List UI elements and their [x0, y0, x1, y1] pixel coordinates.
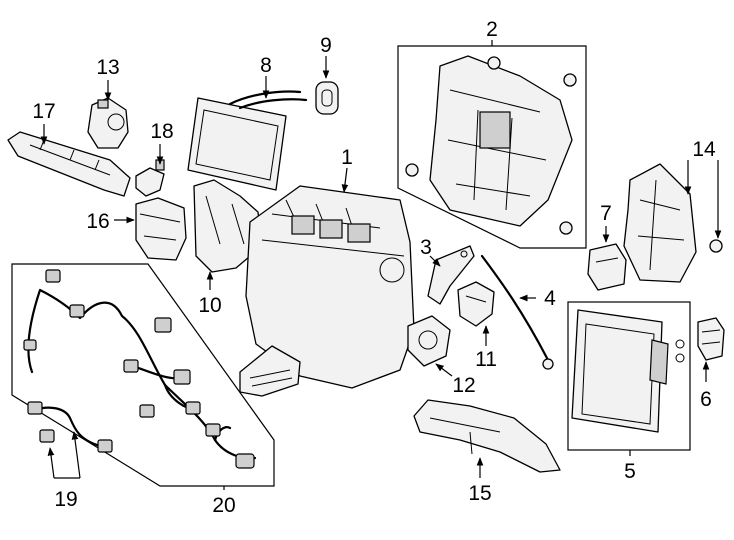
leader-lines — [40, 40, 722, 490]
callout-13: 13 — [96, 56, 119, 79]
callout-9: 9 — [320, 34, 332, 57]
part-8-heater-core — [187, 90, 308, 191]
part-4-hose — [480, 254, 554, 370]
callout-1: 1 — [341, 146, 353, 169]
callout-10: 10 — [198, 294, 221, 317]
callout-19: 19 — [54, 488, 77, 511]
part-9-seal — [315, 81, 339, 115]
callout-14: 14 — [692, 138, 716, 161]
callout-6: 6 — [700, 388, 712, 411]
part-7-module — [587, 243, 627, 291]
part-11-resistor — [457, 281, 495, 327]
callout-8: 8 — [260, 54, 272, 77]
callout-18: 18 — [150, 120, 173, 143]
callout-15: 15 — [468, 482, 491, 505]
callout-labels: 1 2 3 4 5 6 7 8 9 10 11 12 13 14 15 16 1… — [32, 18, 716, 517]
callout-4: 4 — [544, 287, 556, 310]
part-18-sensor — [135, 159, 165, 197]
callout-5: 5 — [624, 460, 636, 483]
part-17-duct — [7, 131, 131, 197]
part-12-motor — [407, 315, 451, 367]
part-1-hvac-case — [239, 185, 415, 397]
callout-3: 3 — [420, 236, 432, 259]
part-19-sub-harness — [27, 401, 113, 453]
callout-12: 12 — [452, 374, 475, 397]
part-15-duct — [413, 399, 561, 473]
callout-20: 20 — [212, 494, 235, 517]
part-13-actuator — [87, 97, 129, 149]
callout-16: 16 — [86, 210, 109, 233]
callout-7: 7 — [600, 202, 612, 225]
part-20-wiring-harness — [11, 263, 275, 487]
callout-17: 17 — [32, 100, 55, 123]
part-2-case-half — [397, 45, 587, 249]
callout-2: 2 — [486, 18, 498, 41]
part-16-actuator — [135, 197, 187, 261]
part-6-valve — [697, 317, 725, 361]
part-14-blower-case — [623, 163, 723, 283]
callout-11: 11 — [475, 348, 497, 371]
part-5-evaporator — [567, 301, 691, 451]
